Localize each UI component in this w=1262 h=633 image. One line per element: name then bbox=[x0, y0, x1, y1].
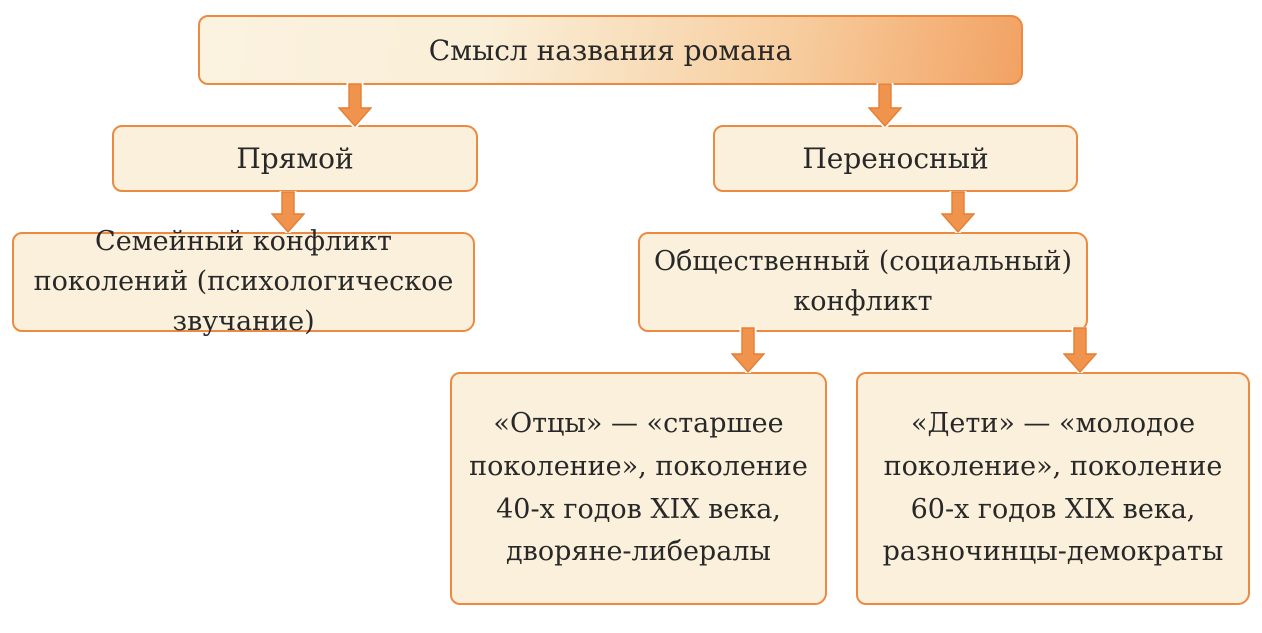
node-family-conflict: Семейный конфликт поколений (психологиче… bbox=[12, 226, 484, 342]
node-children: «Дети» — «молодое поколение», поколение … bbox=[856, 372, 1259, 615]
node-social-conflict: Общественный (социальный) конфликт bbox=[638, 232, 1097, 342]
node-title-label: Смысл названия романа bbox=[428, 33, 793, 67]
node-direct-label: Прямой bbox=[236, 142, 354, 175]
node-family-conflict-label: Семейный конфликт поколений (психологиче… bbox=[33, 226, 454, 337]
node-children-label: «Дети» — «молодое поколение», поколение … bbox=[882, 408, 1224, 568]
arrow-down-icon bbox=[941, 191, 975, 233]
node-title: Смысл названия романа bbox=[198, 15, 1032, 95]
node-fathers-label: «Отцы» — «старшее поколение», поколение … bbox=[469, 408, 808, 568]
node-social-conflict-label: Общественный (социальный) конфликт bbox=[654, 246, 1072, 317]
node-figurative-label: Переносный bbox=[802, 142, 989, 175]
arrow-down-icon bbox=[1063, 327, 1097, 373]
arrow-down-icon bbox=[868, 83, 902, 127]
node-figurative: Переносный bbox=[713, 125, 1087, 202]
arrow-down-icon bbox=[731, 327, 765, 373]
arrow-down-icon bbox=[271, 191, 305, 233]
node-direct: Прямой bbox=[112, 125, 487, 202]
arrow-down-icon bbox=[338, 83, 372, 127]
node-fathers: «Отцы» — «старшее поколение», поколение … bbox=[450, 372, 836, 615]
